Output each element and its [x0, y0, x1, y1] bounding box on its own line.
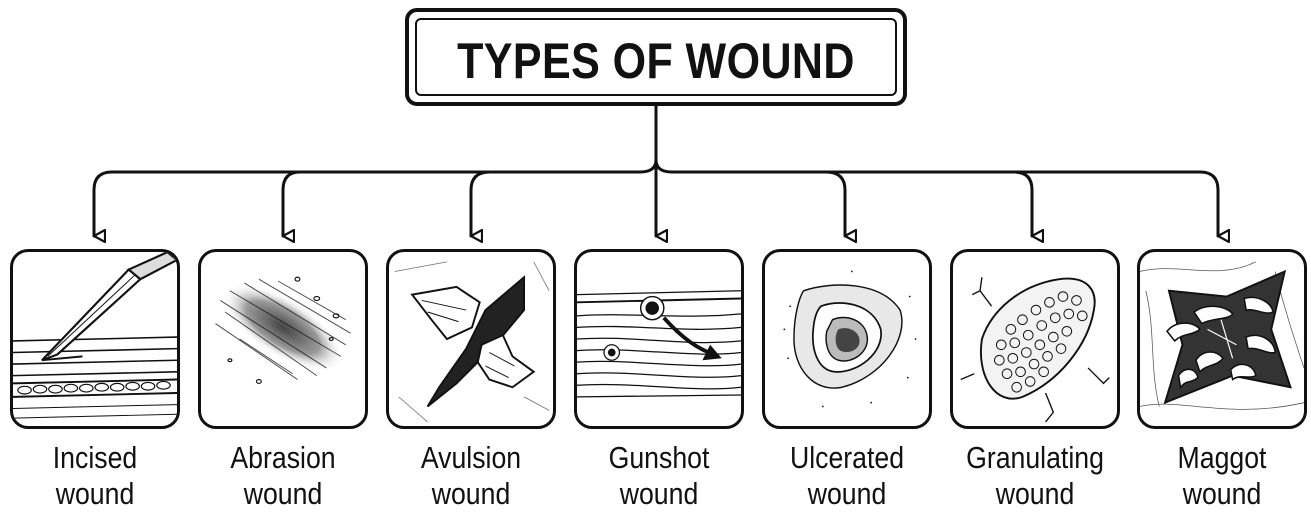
panel-abrasion: [198, 249, 368, 429]
label-maggot: Maggot wound: [1145, 440, 1300, 512]
bullet-hole-icon: [577, 252, 741, 426]
panel-ulcerated: [762, 249, 932, 429]
label-avulsion: Avulsion wound: [394, 440, 549, 512]
branch-2: [283, 172, 300, 236]
panel-maggot: [1137, 249, 1307, 429]
branch-5: [826, 172, 845, 236]
label-granulating: Granulating wound: [958, 440, 1113, 512]
label-gunshot: Gunshot wound: [582, 440, 737, 512]
title-box: TYPES OF WOUND: [405, 8, 907, 106]
panel-incised: [10, 249, 180, 429]
diagram-title: TYPES OF WOUND: [444, 36, 869, 86]
panel-avulsion: [386, 249, 556, 429]
label-incised: Incised wound: [18, 440, 173, 512]
scalpel-cut-icon: [13, 252, 177, 426]
branch-1: [94, 160, 656, 236]
granulation-icon: [953, 252, 1117, 426]
branch-5-7: [656, 160, 1218, 236]
label-ulcerated: Ulcerated wound: [770, 440, 925, 512]
ulcer-icon: [765, 252, 929, 426]
panel-gunshot: [574, 249, 744, 429]
branch-6: [1014, 172, 1032, 236]
maggots-icon: [1140, 252, 1304, 426]
scrape-icon: [201, 252, 365, 426]
branch-3: [471, 172, 490, 236]
panel-granulating: [950, 249, 1120, 429]
label-abrasion: Abrasion wound: [206, 440, 361, 512]
torn-skin-icon: [389, 252, 553, 426]
